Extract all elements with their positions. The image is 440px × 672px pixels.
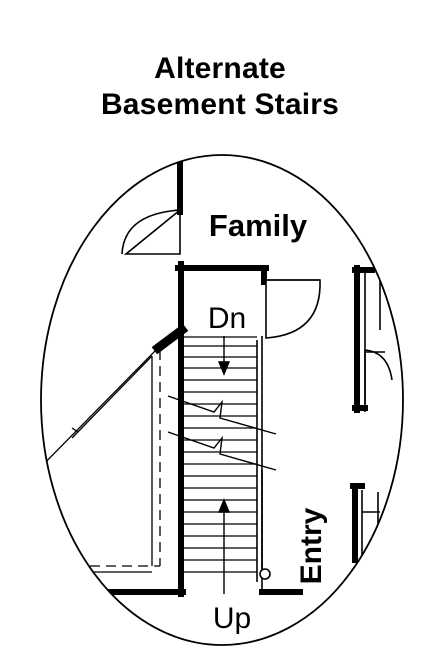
dn-label: Dn <box>208 302 246 335</box>
up-arrow-head <box>217 498 231 513</box>
diagonal-long <box>41 347 159 481</box>
family-label: Family <box>209 208 308 243</box>
title-line-2: Basement Stairs <box>100 88 340 121</box>
wall-diagonal <box>151 323 189 355</box>
up-label: Up <box>213 602 251 635</box>
side-door-arc <box>364 349 393 381</box>
walls <box>57 155 375 597</box>
stair-door-swing <box>265 279 321 339</box>
down-arrow-head <box>217 361 231 376</box>
plan-contents <box>41 155 393 597</box>
handrail-end <box>259 568 271 580</box>
break-lines <box>167 395 277 471</box>
oval-frame <box>40 154 404 646</box>
doors <box>121 208 321 339</box>
small-tick <box>71 427 79 433</box>
break-line-upper <box>167 395 277 435</box>
direction-arrows <box>217 336 231 594</box>
upper-left-corner <box>41 275 57 313</box>
family-door-arc <box>121 209 181 255</box>
left-area-lines <box>41 275 161 573</box>
entry-label: Entry <box>295 507 328 584</box>
family-door-swing <box>123 208 181 255</box>
break-line-lower <box>167 431 277 471</box>
title-line-1: Alternate <box>154 52 286 85</box>
diagonal-long-parallel <box>71 355 153 439</box>
